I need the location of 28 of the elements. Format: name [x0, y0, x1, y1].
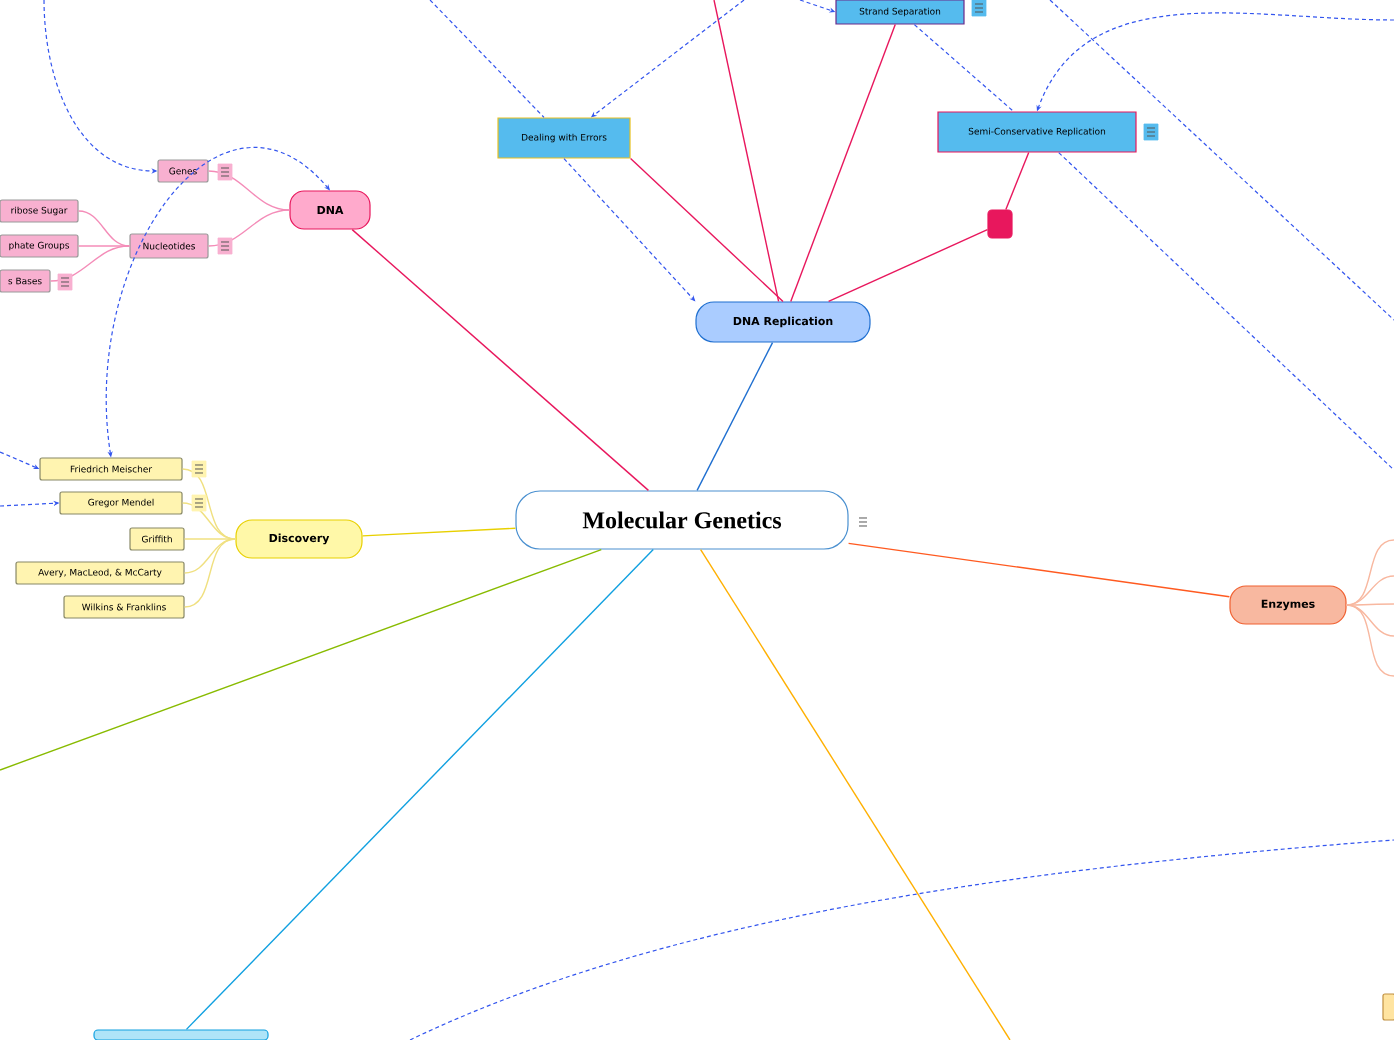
branch-line	[1345, 604, 1394, 677]
topic-bubble	[93, 1029, 269, 1040]
branch-line	[629, 157, 784, 303]
branch-line	[207, 209, 291, 247]
branch-line	[827, 229, 989, 303]
branch-line	[207, 170, 291, 211]
branch-line	[77, 245, 131, 247]
branch-line	[713, 0, 780, 303]
central-topic: Molecular Genetics	[515, 490, 849, 550]
branch-line	[183, 538, 237, 608]
dashed-line	[913, 24, 1015, 112]
dashed-line	[429, 0, 545, 118]
branch-line	[1345, 604, 1394, 637]
branch-line	[790, 23, 896, 303]
branch-line	[696, 341, 774, 492]
branch-line	[183, 538, 237, 574]
branch-line	[699, 548, 1011, 1040]
branch-line	[847, 542, 1231, 598]
branch-line	[1345, 603, 1394, 606]
branch-line	[183, 538, 237, 540]
branch-line	[1005, 151, 1030, 211]
branch-line	[0, 548, 602, 771]
branch-line	[361, 527, 517, 537]
branch-line	[185, 548, 654, 1031]
dashed-line	[1058, 152, 1394, 471]
marker-box	[987, 209, 1013, 239]
subtopic-box	[1382, 993, 1394, 1021]
branch-line	[351, 228, 650, 492]
